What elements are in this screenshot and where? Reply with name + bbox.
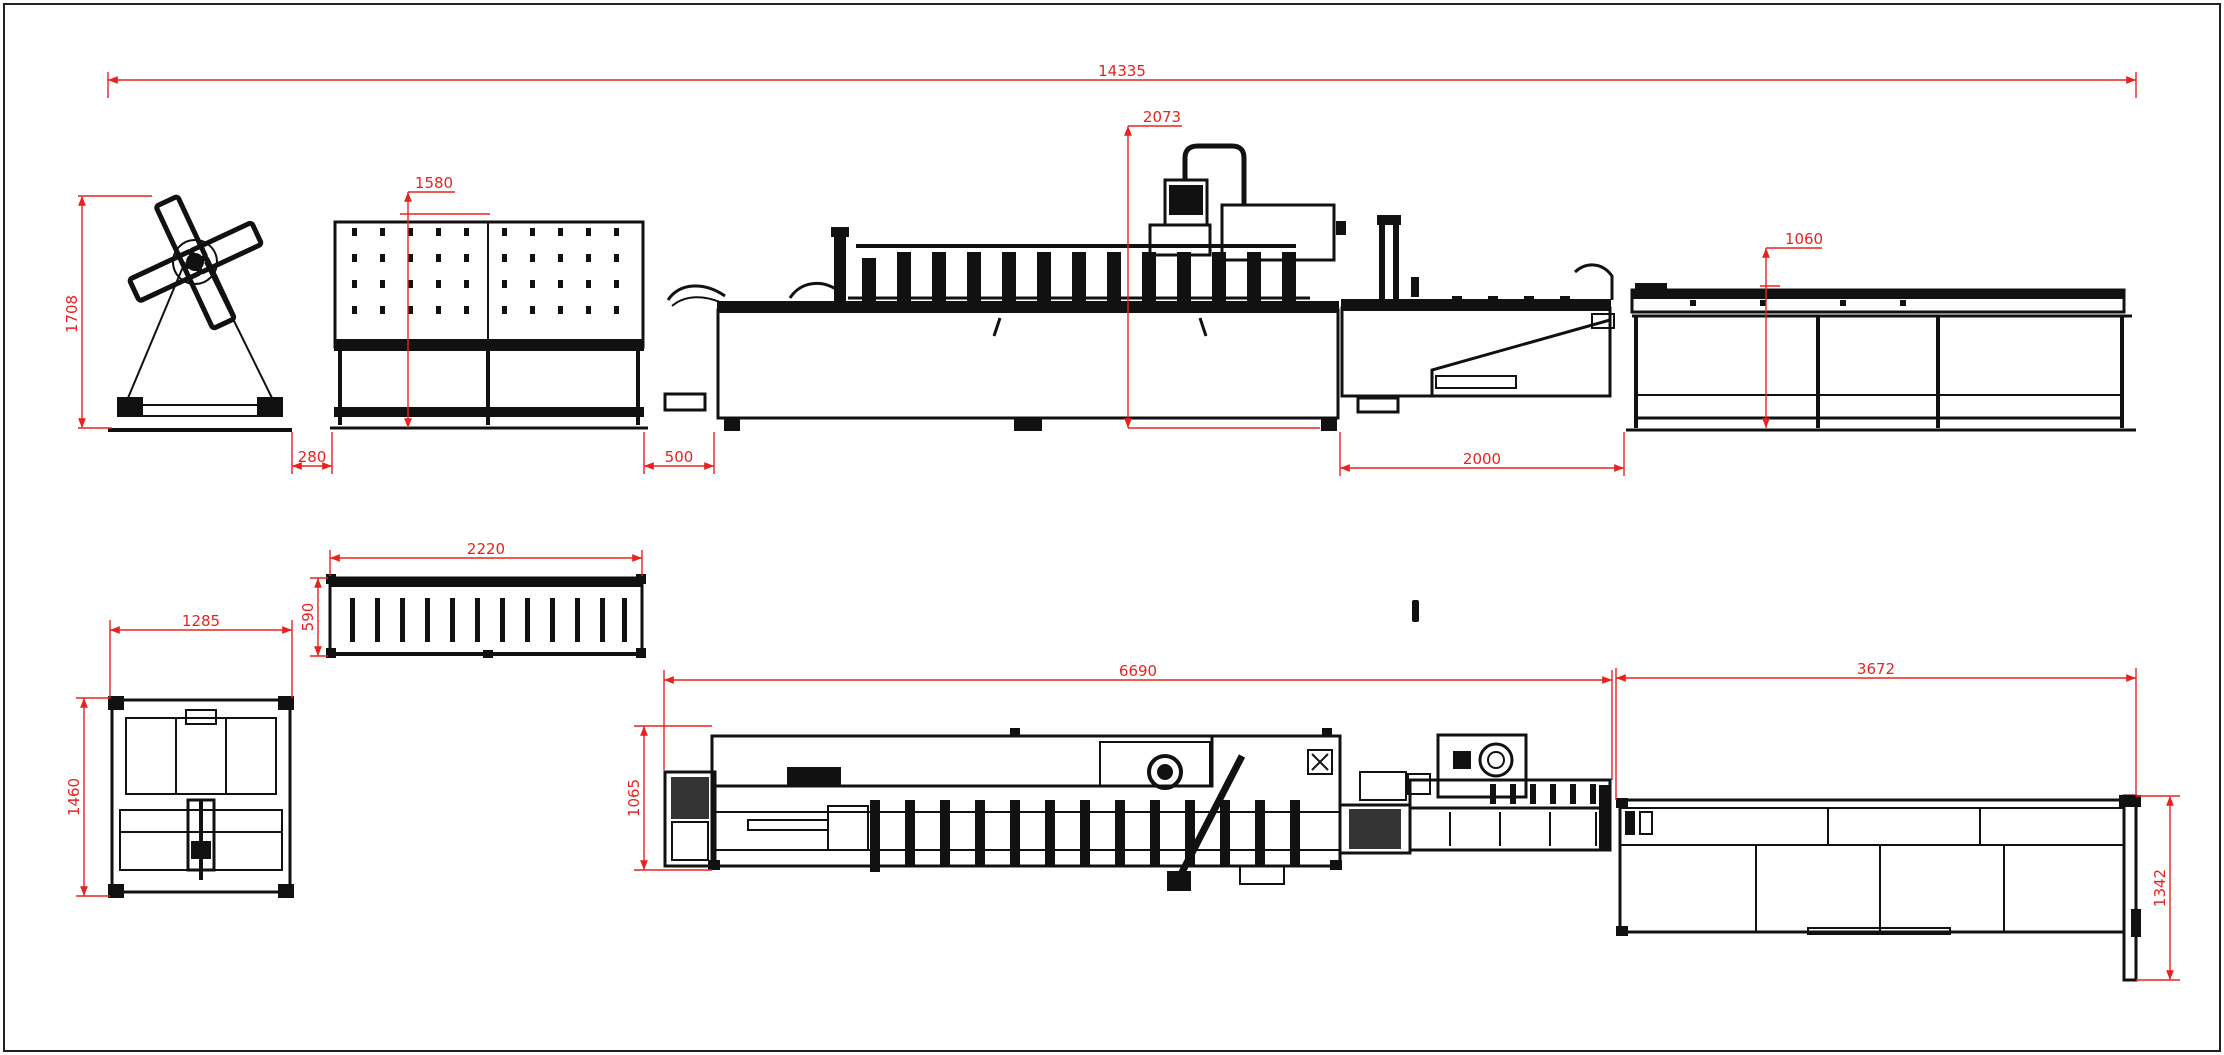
rack-side-view (330, 220, 648, 430)
dim-text-decoiler-height: 1708 (63, 295, 81, 333)
reference-mark (1412, 600, 1419, 622)
dim-text-former-top-width: 1065 (625, 779, 643, 817)
dim-text-gap-rack-former: 500 (665, 448, 694, 466)
cutting-unit-side-view (1340, 215, 1615, 414)
dim-text-gap-decoiler-rack: 280 (298, 448, 327, 466)
dim-text-gap-former-table: 2000 (1463, 450, 1501, 468)
dim-table-top-length: 3672 (1615, 660, 2137, 800)
dim-rack-top-width: 590 (299, 577, 328, 657)
dim-text-forming-height: 2073 (1143, 108, 1181, 126)
dim-text-overall-length: 14335 (1098, 62, 1146, 80)
roll-former-side-view (663, 143, 1346, 431)
runout-table-side-view (1626, 283, 2136, 432)
runout-table-top-view (1616, 794, 2141, 982)
dim-decoiler-top-width: 1285 (109, 612, 293, 698)
dim-text-table-top-length: 3672 (1857, 660, 1895, 678)
dim-text-decoiler-top-width: 1285 (182, 612, 220, 630)
decoiler-top-view (108, 696, 294, 898)
cutting-unit-top-view (1338, 733, 1612, 855)
dim-rack-top-length: 2220 (329, 540, 643, 576)
side-elevation-view (108, 143, 2136, 432)
dim-decoiler-height: 1708 (63, 195, 152, 429)
dim-runout-height: 1060 (1760, 230, 1823, 428)
dimension-layer: 14335 2073 1580 1060 1708 (63, 62, 2180, 981)
roll-former-top-view (663, 728, 1342, 891)
dim-rack-height: 1580 (400, 174, 490, 428)
rack-top-view (326, 574, 646, 658)
plan-view (108, 574, 2141, 982)
dim-gap-former-table: 2000 (1339, 432, 1625, 476)
dim-text-table-top-width: 1342 (2151, 869, 2169, 907)
dim-text-former-top-length: 6690 (1119, 662, 1157, 680)
dim-table-top-width: 1342 (2136, 795, 2180, 981)
dim-text-rack-top-length: 2220 (467, 540, 505, 558)
dim-text-rack-top-width: 590 (299, 603, 317, 632)
dim-text-rack-height: 1580 (415, 174, 453, 192)
sheet-border (3, 3, 2221, 1052)
dim-gap-decoiler-rack: 280 (291, 432, 333, 474)
dim-former-top-length: 6690 (663, 662, 1613, 780)
dim-text-runout-height: 1060 (1785, 230, 1823, 248)
decoiler-side-view (108, 194, 292, 432)
dim-text-decoiler-top-depth: 1460 (65, 778, 83, 816)
dim-gap-rack-former: 500 (643, 432, 715, 474)
dim-forming-height: 2073 (1124, 108, 1320, 429)
dim-overall-length: 14335 (107, 62, 2137, 98)
dim-former-top-width: 1065 (625, 725, 712, 871)
dim-decoiler-top-depth: 1460 (65, 697, 110, 897)
